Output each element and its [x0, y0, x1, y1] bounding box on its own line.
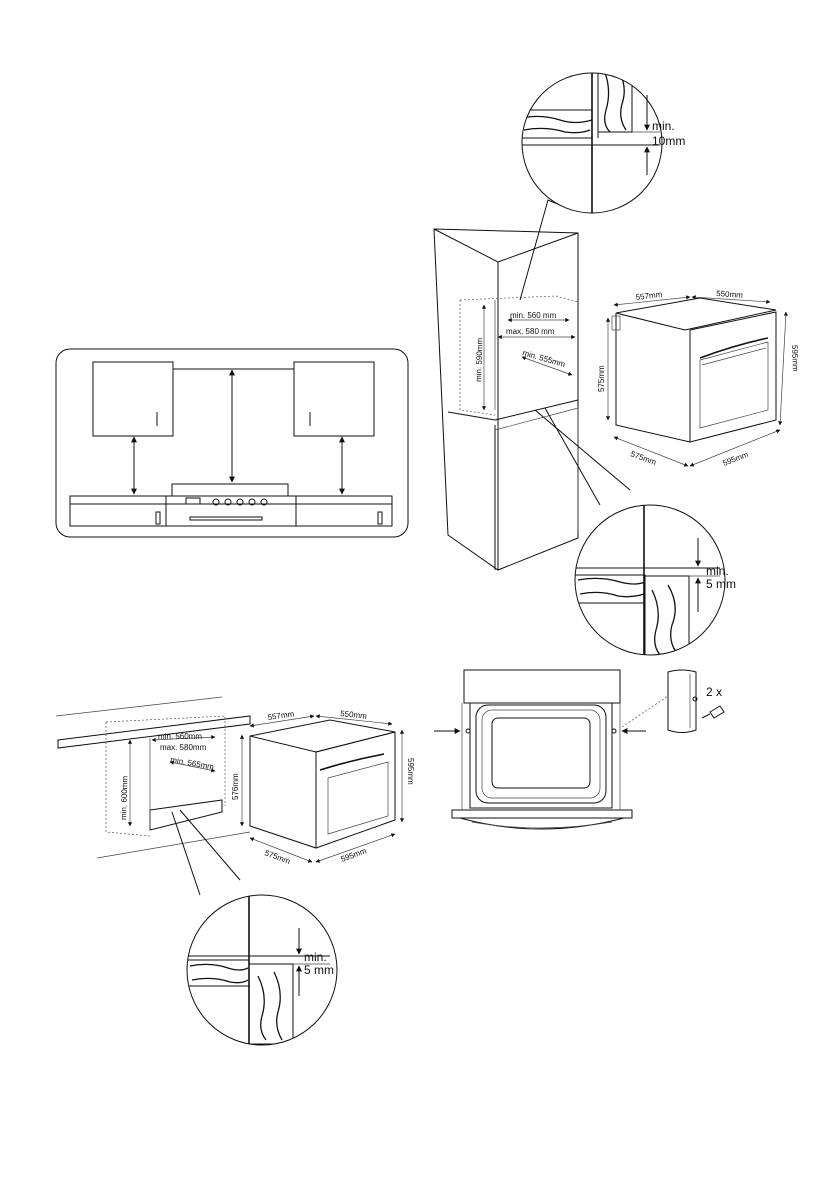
fixing-hole-left	[466, 729, 470, 733]
oven-handle-top	[700, 338, 768, 358]
under-min-width-label: min. 560mm	[158, 732, 202, 741]
zoom-bottom-left-detail: min. 5 mm	[187, 890, 337, 1050]
tall-cabinet-body	[434, 229, 578, 570]
zoom-bl-value-label: 5 mm	[304, 963, 334, 977]
oven-bottom-depth-top: 557mm	[267, 709, 295, 722]
fixing-count-label: 2 x	[706, 685, 722, 699]
oven-handle	[190, 517, 262, 520]
oven-top-width-top: 550mm	[716, 289, 744, 300]
oven-fixing-diagram: 2 x	[434, 670, 724, 829]
oven-dimensions-top: 575mm 595mm 557mm 550mm 575mm 595mm	[597, 289, 800, 468]
oven-top-height-left: 575mm	[597, 365, 606, 392]
hob	[172, 484, 288, 496]
countertop	[58, 716, 250, 748]
zoom-br-min-label: min.	[706, 564, 729, 578]
oven-handle-bottom	[320, 754, 384, 770]
under-min-height-label: min. 600mm	[119, 775, 130, 820]
oven-top-panel	[464, 670, 620, 703]
oven-dimensions-bottom: 576mm 595mm 557mm 550mm 575mm 595mm	[231, 709, 415, 866]
cavity-max-width-label: max. 580 mm	[506, 327, 555, 336]
zoom-bl-min-label: min.	[304, 950, 327, 964]
cavity-outline	[460, 296, 578, 302]
hob-clearance-diagram	[56, 349, 408, 537]
left-wall-cabinet	[93, 362, 173, 436]
zoom-top-leader	[520, 200, 560, 300]
zoom-br-value-label: 5 mm	[706, 577, 736, 591]
oven-top-depth-bottom: 575mm	[629, 449, 657, 467]
oven-door-window-2	[328, 762, 388, 834]
under-counter-diagram: min. 600mm min. 560mm max. 580mm min. 56…	[56, 697, 250, 895]
oven-bottom-height-right: 595mm	[406, 758, 415, 785]
oven-display	[186, 498, 200, 504]
fixing-detail-panel	[668, 670, 696, 733]
zoom-bottom-right-detail: min. 5 mm	[575, 490, 736, 660]
oven-top-height-right: 595mm	[790, 345, 800, 372]
oven-front-frame	[470, 703, 612, 808]
under-zoom-leader	[172, 812, 200, 895]
oven-drawer-handle	[460, 818, 624, 829]
oven-top-width-bottom: 595mm	[721, 450, 749, 468]
oven-bottom-height-left: 576mm	[231, 773, 240, 800]
oven-door-glass	[492, 718, 590, 788]
under-max-width-label: max. 580mm	[160, 743, 207, 752]
cavity-min-width-label: min. 560 mm	[510, 311, 557, 320]
under-min-depth-label: min. 565mm	[170, 755, 215, 772]
screw-icon	[710, 706, 724, 718]
cavity-min-height-label: min. 590mm	[474, 337, 485, 382]
zoom-top-value-label: 10mm	[652, 134, 685, 148]
cavity-min-depth-label: min. 555mm	[521, 348, 566, 369]
right-wall-cabinet	[294, 362, 374, 436]
zoom-bottom-right-circle	[575, 505, 725, 655]
zoom-top-detail: min. 10mm	[520, 60, 685, 215]
oven-bottom-depth-bottom: 575mm	[263, 848, 291, 866]
fixing-hole-right	[612, 729, 616, 733]
zoom-top-min-label: min.	[652, 119, 675, 133]
base-units	[70, 504, 392, 526]
